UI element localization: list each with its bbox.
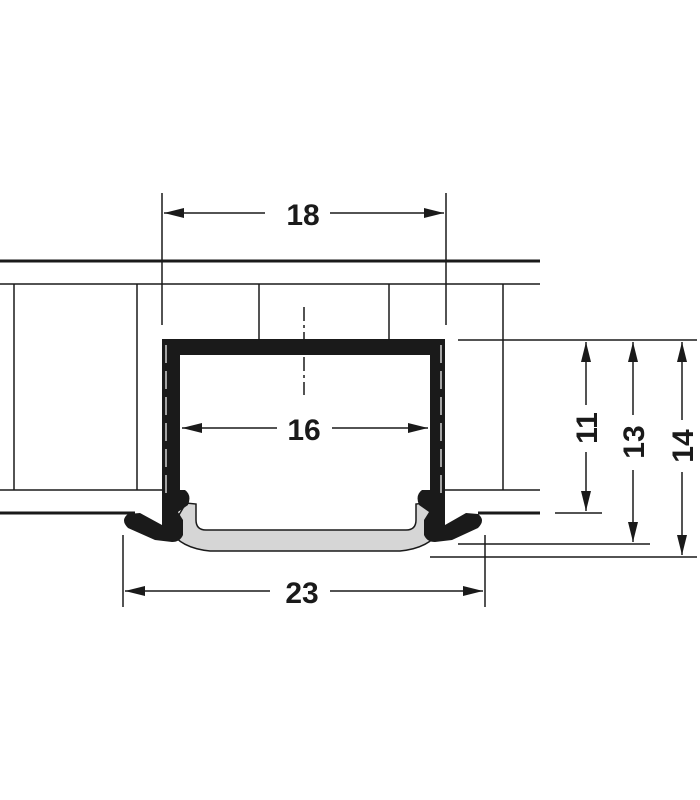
dimension-label-top-width: 18	[286, 199, 319, 232]
profile-left-flange	[124, 490, 190, 542]
diffuser-cover	[169, 502, 441, 552]
dimension-label-inner-width: 16	[287, 414, 320, 447]
panel-outline	[0, 259, 540, 515]
aluminium-profile	[124, 339, 482, 542]
dimension-flange-width	[122, 535, 486, 607]
dimension-label-flange-width: 23	[285, 577, 318, 610]
height-extension-lines	[430, 339, 697, 558]
dimension-label-height-11: 11	[571, 412, 604, 444]
profile-right-flange	[417, 490, 482, 542]
dimension-label-height-14: 14	[667, 429, 700, 463]
dimension-label-height-13: 13	[618, 425, 651, 458]
dimension-top-width	[161, 193, 447, 325]
